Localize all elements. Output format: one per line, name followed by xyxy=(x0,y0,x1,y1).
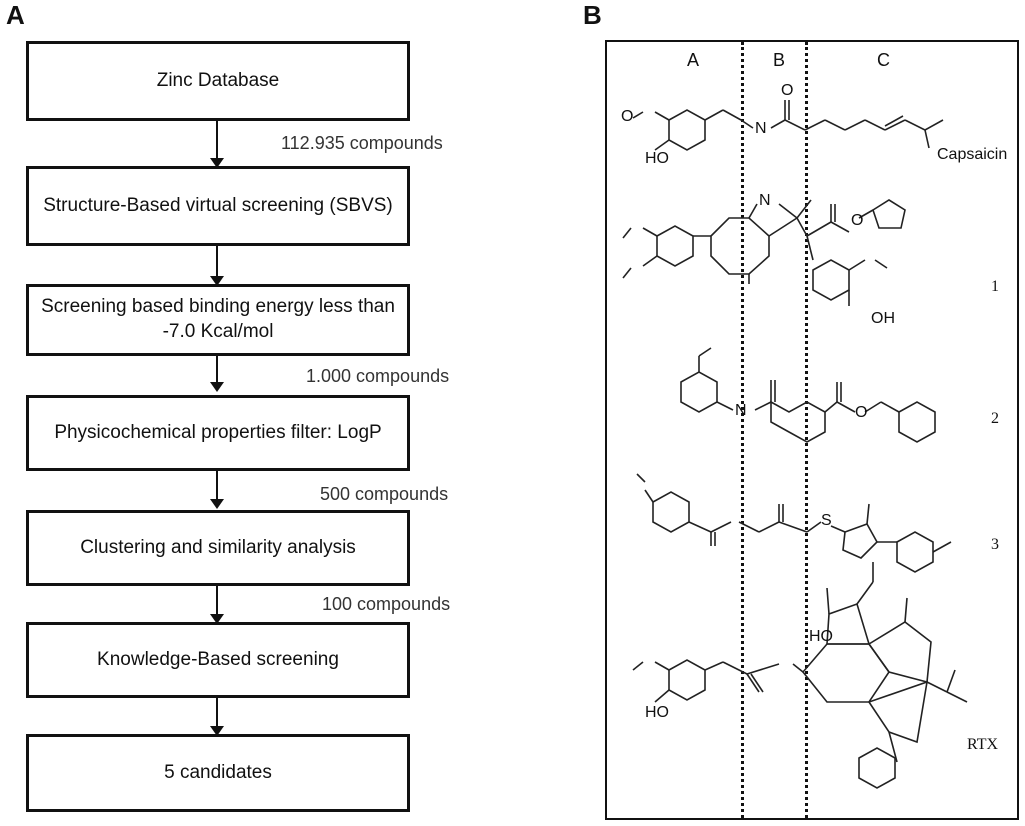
molecule-label-2: 2 xyxy=(991,410,999,427)
atom-label-n: N xyxy=(735,402,747,419)
count-label: 1.000 compounds xyxy=(306,366,450,386)
atom-label-n: N xyxy=(755,120,767,137)
flow-arrow xyxy=(210,356,224,392)
atom-label-o: O xyxy=(855,404,868,421)
chemical-structures xyxy=(622,100,968,789)
atom-label-oh: OH xyxy=(871,310,895,327)
step-candidates: 5 candidates xyxy=(26,734,410,812)
molecule-label-rtx: RTX xyxy=(967,736,999,753)
molecule-label-capsaicin: Capsaicin xyxy=(937,146,1008,163)
column-label-a: A xyxy=(687,50,700,70)
molecule-label-3: 3 xyxy=(991,536,999,553)
step-clustering: Clustering and similarity analysis xyxy=(26,510,410,586)
column-label-b: B xyxy=(773,50,786,70)
flow-arrow xyxy=(210,246,224,286)
atom-label-ho: HO xyxy=(809,628,833,645)
step-physicochemical: Physicochemical properties filter: LogP xyxy=(26,395,410,471)
compound-2-structure xyxy=(680,347,936,443)
count-label: 500 compounds xyxy=(320,484,449,504)
structures-panel: A B C xyxy=(605,40,1019,820)
count-label: 112.935 compounds xyxy=(281,133,443,153)
atom-label-o: O xyxy=(621,108,634,125)
region-divider-bc xyxy=(805,42,808,818)
rtx-structure xyxy=(632,562,968,789)
step-binding-energy: Screening based binding energy less than… xyxy=(26,284,410,356)
column-label-c: C xyxy=(877,50,890,70)
atom-label-o: O xyxy=(781,82,794,99)
flow-arrow xyxy=(210,121,224,168)
molecule-label-1: 1 xyxy=(991,278,999,295)
count-label: 100 compounds xyxy=(322,594,451,614)
step-sbvs: Structure-Based virtual screening (SBVS) xyxy=(26,166,410,246)
atom-label-s: S xyxy=(821,512,832,529)
flow-arrow xyxy=(210,698,224,736)
atom-label-ho: HO xyxy=(645,150,669,167)
atom-label-o: O xyxy=(851,212,864,229)
atom-label-ho: HO xyxy=(645,704,669,721)
compound-1-structure xyxy=(622,199,906,306)
atom-label-n: N xyxy=(759,192,771,209)
panel-b-letter: B xyxy=(583,0,602,30)
compound-3-structure xyxy=(636,473,952,573)
flow-arrow xyxy=(210,471,224,509)
step-knowledge-based: Knowledge-Based screening xyxy=(26,622,410,698)
flow-arrow xyxy=(210,586,224,624)
capsaicin-structure xyxy=(632,100,944,151)
panel-a-letter: A xyxy=(6,0,25,30)
region-divider-ab xyxy=(741,42,744,818)
step-zinc-database: Zinc Database xyxy=(26,41,410,121)
